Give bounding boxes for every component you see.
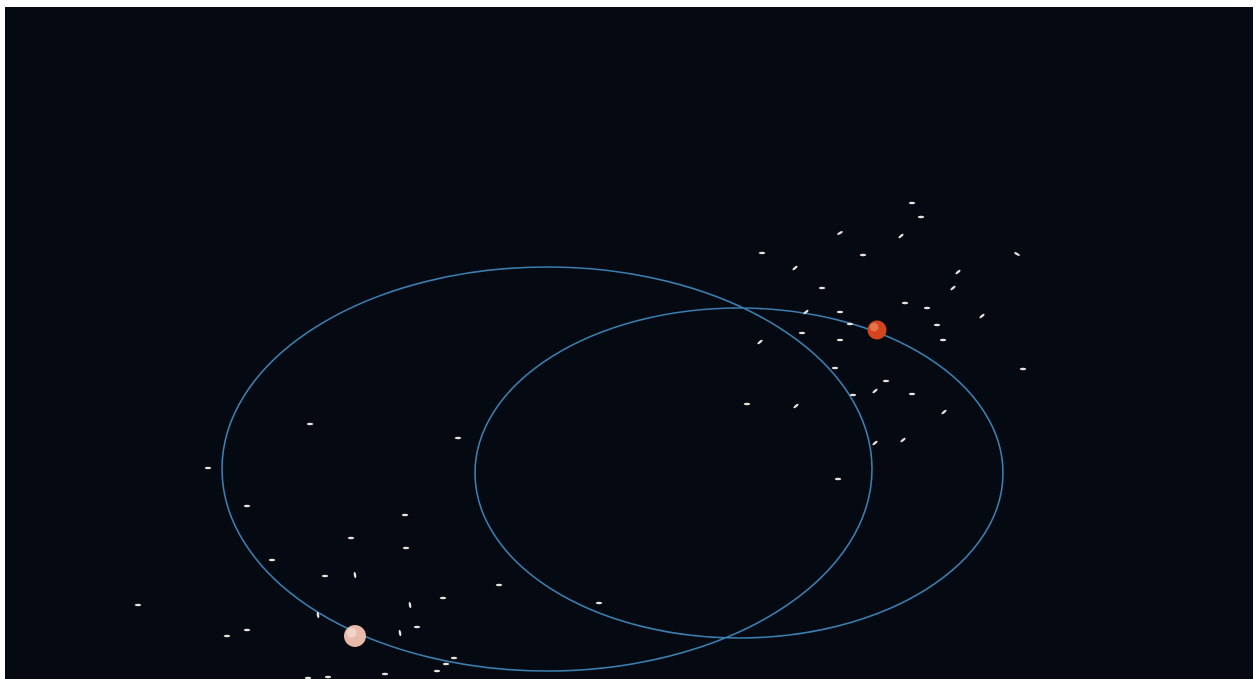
particle: [1019, 367, 1027, 371]
particle: [454, 436, 462, 440]
particle: [859, 253, 867, 257]
particle: [917, 215, 925, 219]
particle: [757, 339, 763, 345]
space-scene: [5, 7, 1253, 679]
bodies-group: [344, 320, 887, 647]
particle: [836, 338, 844, 342]
particle: [743, 402, 751, 406]
particle: [321, 574, 329, 578]
particle: [933, 323, 941, 327]
orbit-left: [221, 266, 873, 672]
particle: [939, 338, 947, 342]
particle: [849, 393, 857, 397]
particle: [836, 310, 844, 314]
particle: [304, 676, 312, 679]
particle: [803, 309, 809, 315]
particle: [837, 231, 843, 235]
particle: [402, 546, 410, 550]
particle: [408, 601, 412, 609]
particle: [243, 504, 251, 508]
particle: [793, 403, 799, 409]
particle: [347, 536, 355, 540]
particle: [882, 379, 890, 383]
particle: [495, 583, 503, 587]
particle: [413, 625, 421, 629]
particle: [398, 629, 402, 637]
particle: [433, 669, 441, 673]
particle: [955, 269, 961, 275]
particle: [872, 440, 878, 446]
particle: [401, 513, 409, 517]
particle: [353, 571, 357, 579]
particle: [798, 331, 806, 335]
particle: [941, 409, 947, 415]
particle: [834, 477, 842, 481]
particle: [818, 286, 826, 290]
planet-pale: [344, 625, 366, 647]
orbit-canvas: [134, 201, 1027, 679]
particle: [204, 466, 212, 470]
particle: [442, 662, 450, 666]
particle: [950, 285, 956, 291]
orbit-right: [474, 307, 1004, 639]
particle: [268, 558, 276, 562]
particle: [898, 233, 904, 239]
particle: [831, 366, 839, 370]
particle: [450, 656, 458, 660]
particle: [979, 313, 985, 319]
particle: [872, 388, 878, 394]
particles-group: [134, 201, 1027, 679]
particle: [758, 251, 766, 255]
planet-red-highlight: [869, 322, 879, 332]
particle: [316, 611, 320, 619]
particle: [901, 301, 909, 305]
particle: [381, 672, 389, 676]
particle: [900, 437, 906, 443]
particle: [134, 603, 142, 607]
particle: [923, 306, 931, 310]
planet-pale-highlight: [346, 627, 357, 638]
particle: [792, 265, 798, 271]
planet-red: [867, 320, 887, 340]
particle: [846, 322, 854, 326]
particle: [243, 628, 251, 632]
particle: [306, 422, 314, 426]
particle: [908, 392, 916, 396]
orbits-group: [221, 266, 1004, 672]
particle: [223, 634, 231, 638]
particle: [324, 675, 332, 679]
particle: [595, 601, 603, 605]
particle: [439, 596, 447, 600]
particle: [908, 201, 916, 205]
particle: [1014, 252, 1020, 256]
